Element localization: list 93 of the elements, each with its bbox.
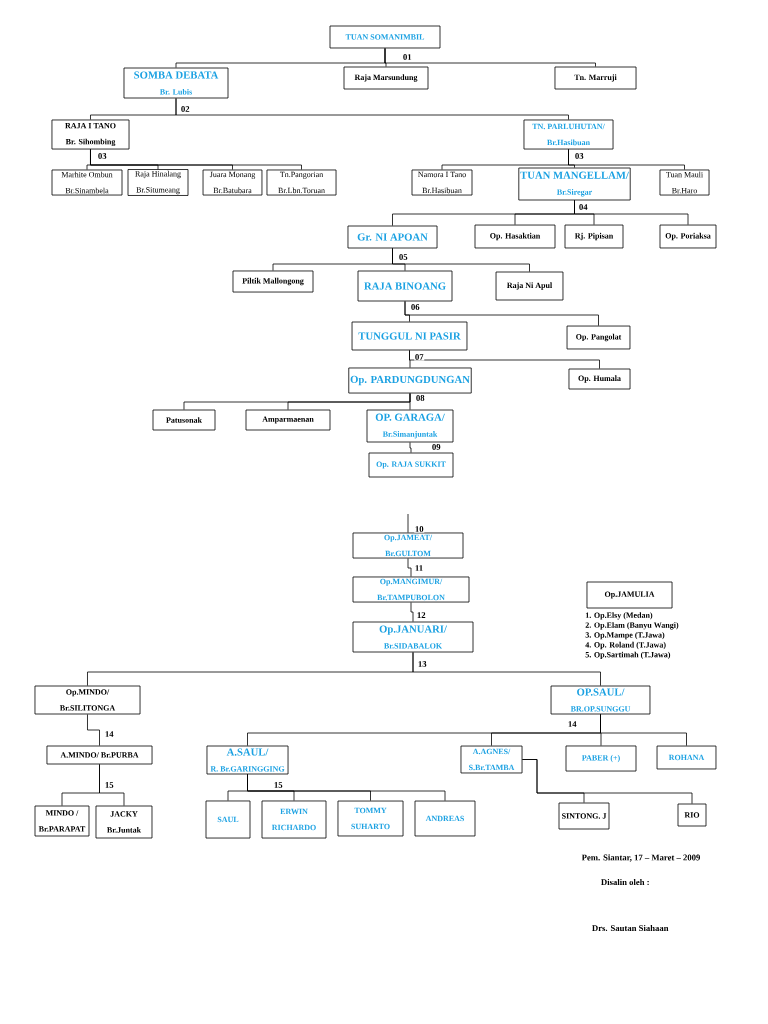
generation-number: 11: [414, 564, 424, 572]
connector-line: [87, 714, 100, 746]
generation-number: 14: [104, 730, 115, 738]
name-box: Op. Humala: [568, 368, 631, 390]
generation-number: 08: [415, 394, 426, 402]
connector-line: [384, 48, 596, 67]
name-box: A.AGNES/ S.Br.TAMBA: [460, 745, 523, 774]
connector-line: [175, 98, 569, 120]
name-box: Op.MANGIMUR/ Br.TAMPUBOLON: [352, 576, 470, 603]
connector-line: [407, 558, 412, 577]
generation-number: 07: [414, 353, 425, 361]
connector-line: [600, 714, 687, 747]
name-box: TN. PARLUHUTAN/ Br.Hasibuan: [523, 119, 614, 150]
connector-line: [99, 764, 125, 806]
name-box: Rj. Pipisan: [564, 224, 624, 249]
name-box: RAJA BINOANG: [357, 270, 453, 302]
name-box: A.MINDO/ Br.PURBA: [46, 745, 153, 765]
name-box: Tn.Pangorian Br.Lbn.Toruan: [266, 169, 337, 196]
name-box: Op. RAJA SUKKIT: [368, 452, 454, 478]
name-box: Op.JAMULIA: [586, 581, 673, 609]
generation-number: 06: [410, 303, 421, 311]
connector-line: [568, 149, 685, 170]
name-box: Juara Monang Br.Batubara: [202, 169, 263, 196]
name-box: Piltik Mallongong: [232, 270, 314, 293]
name-box: Namora I Tano Br.Hasibuan: [411, 169, 473, 196]
name-box: Op.JANUARI/ Br.SIDABALOK: [352, 621, 474, 653]
generation-number: 14: [567, 720, 578, 728]
generation-number: 09: [431, 443, 442, 451]
connector-line: [407, 513, 409, 533]
name-box: SOMBA DEBATA Br. Lubis: [123, 67, 229, 99]
generation-number: 13: [417, 660, 428, 668]
signature-note: Pem. Siantar, 17 – Maret – 2009: [581, 854, 700, 862]
connector-line: [412, 652, 601, 686]
node-label: 2. Op.Elam (Banyu Wangi): [585, 622, 679, 630]
name-box: Tn. Marruji: [554, 66, 637, 90]
name-box: MINDO / Br.PARAPAT: [34, 805, 90, 837]
name-box: Op.JAMEAT/ Br.GULTOM: [352, 532, 464, 559]
name-box: OP. GARAGA/ Br.Simanjuntak: [366, 409, 454, 443]
generation-number: 15: [104, 781, 115, 789]
node-label: 3. Op.Mampe (T.Jawa): [585, 632, 665, 640]
signature-note: Disalin oleh :: [601, 878, 649, 886]
connector-line: [90, 149, 302, 170]
child-list: 1. Op.Elsy (Medan) 2. Op.Elam (Banyu Wangi) 3. Op.Mampe (T.Jawa) 4. Op. Roland (T.Jawa) 5. Op.Sartimah (T.Jawa): [585, 612, 679, 659]
connector-line: [404, 301, 599, 327]
generation-number: 03: [574, 152, 585, 160]
name-box: Raja Ni Apul: [495, 271, 564, 301]
name-box: TUAN MANGELLAM/ Br.Siregar: [518, 167, 631, 201]
node-label: 4. Op. Roland (T.Jawa): [585, 641, 666, 650]
connector-line: [247, 774, 446, 802]
generation-number: 10: [414, 525, 425, 533]
name-box: Patusonak: [152, 409, 216, 431]
generation-number: 15: [273, 781, 284, 789]
name-box: RAJA I TANO Br. Sihombing: [51, 119, 130, 150]
connector-line: [409, 393, 411, 410]
name-box: A.SAUL/ R. Br.GARINGGING: [206, 745, 289, 775]
name-box: Marhite Ombun Br.Sinambela: [51, 169, 123, 196]
name-box: TUNGGUL NI PASIR: [351, 321, 468, 351]
name-box: PABER (+): [565, 745, 637, 772]
name-box: Tuan Mauli Br.Haro: [659, 169, 710, 196]
generation-number: 05: [398, 253, 409, 261]
name-box: Amparmaenan: [245, 409, 331, 431]
name-box: TUAN SOMANIMBIL: [329, 25, 441, 49]
node-label: 1. Op.Elsy (Medan): [585, 612, 653, 620]
name-box: ERWIN RICHARDO: [261, 800, 327, 839]
connector-line: [409, 442, 412, 453]
name-box: ROHANA: [656, 745, 717, 770]
generation-number: 12: [416, 611, 427, 619]
connector-line: [410, 602, 414, 622]
name-box: Gr. NI APOAN: [347, 225, 438, 249]
node-label: 5. Op.Sartimah (T.Jawa): [585, 651, 671, 660]
name-box: SAUL: [205, 800, 251, 839]
name-box: Op. Hasaktian: [474, 224, 556, 249]
name-box: RIO: [677, 803, 707, 827]
name-box: Op. Poriaksa: [659, 224, 717, 249]
connector-line: [392, 248, 530, 272]
name-box: Op.MINDO/ Br.SILITONGA: [34, 685, 141, 715]
signature-note: Drs. Sautan Siahaan: [592, 924, 669, 932]
generation-number: 01: [402, 53, 413, 61]
name-box: Op. PARDUNGDUNGAN: [348, 367, 472, 394]
generation-number: 03: [97, 152, 108, 160]
name-box: Raja Marsundung: [343, 66, 429, 90]
name-box: OP.SAUL/ BR.OP.SUNGGU: [550, 685, 651, 715]
generation-number: 02: [180, 105, 191, 113]
name-box: SINTONG. J: [558, 802, 610, 830]
connector-line: [522, 759, 693, 804]
generation-number: 04: [578, 203, 589, 211]
name-box: Raja Hinalang Br.Situmeang: [127, 169, 189, 196]
name-box: ANDREAS: [414, 800, 476, 837]
name-box: JACKY Br.Juntak: [95, 805, 153, 839]
connector-line: [574, 200, 689, 226]
name-box: Op. Pangolat: [566, 325, 631, 350]
connector-line: [409, 350, 600, 369]
name-box: TOMMY SUHARTO: [337, 800, 404, 837]
